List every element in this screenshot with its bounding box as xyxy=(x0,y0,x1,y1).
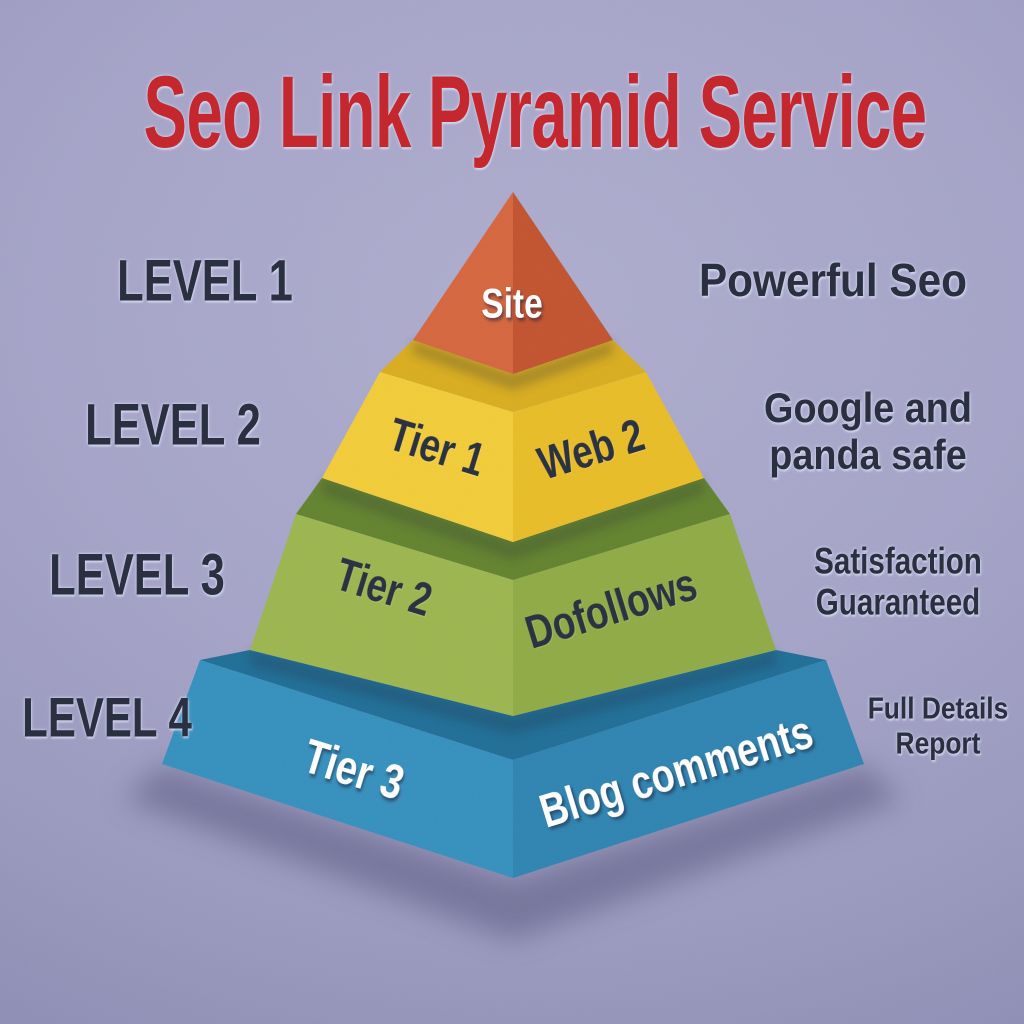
level-4-label: LEVEL 4 xyxy=(22,685,192,749)
benefit-powerful-seo: Powerful Seo xyxy=(698,254,968,307)
level-1-label: LEVEL 1 xyxy=(117,248,293,314)
level-3-label: LEVEL 3 xyxy=(49,542,225,608)
page-title: Seo Link Pyramid Service xyxy=(143,54,928,169)
benefit-full-details-report: Full Details Report xyxy=(867,690,1009,760)
level-2-label: LEVEL 2 xyxy=(85,392,261,458)
benefit-google-panda-safe: Google and panda safe xyxy=(764,383,972,478)
benefit-satisfaction-guaranteed: Satisfaction Guaranteed xyxy=(814,540,982,623)
